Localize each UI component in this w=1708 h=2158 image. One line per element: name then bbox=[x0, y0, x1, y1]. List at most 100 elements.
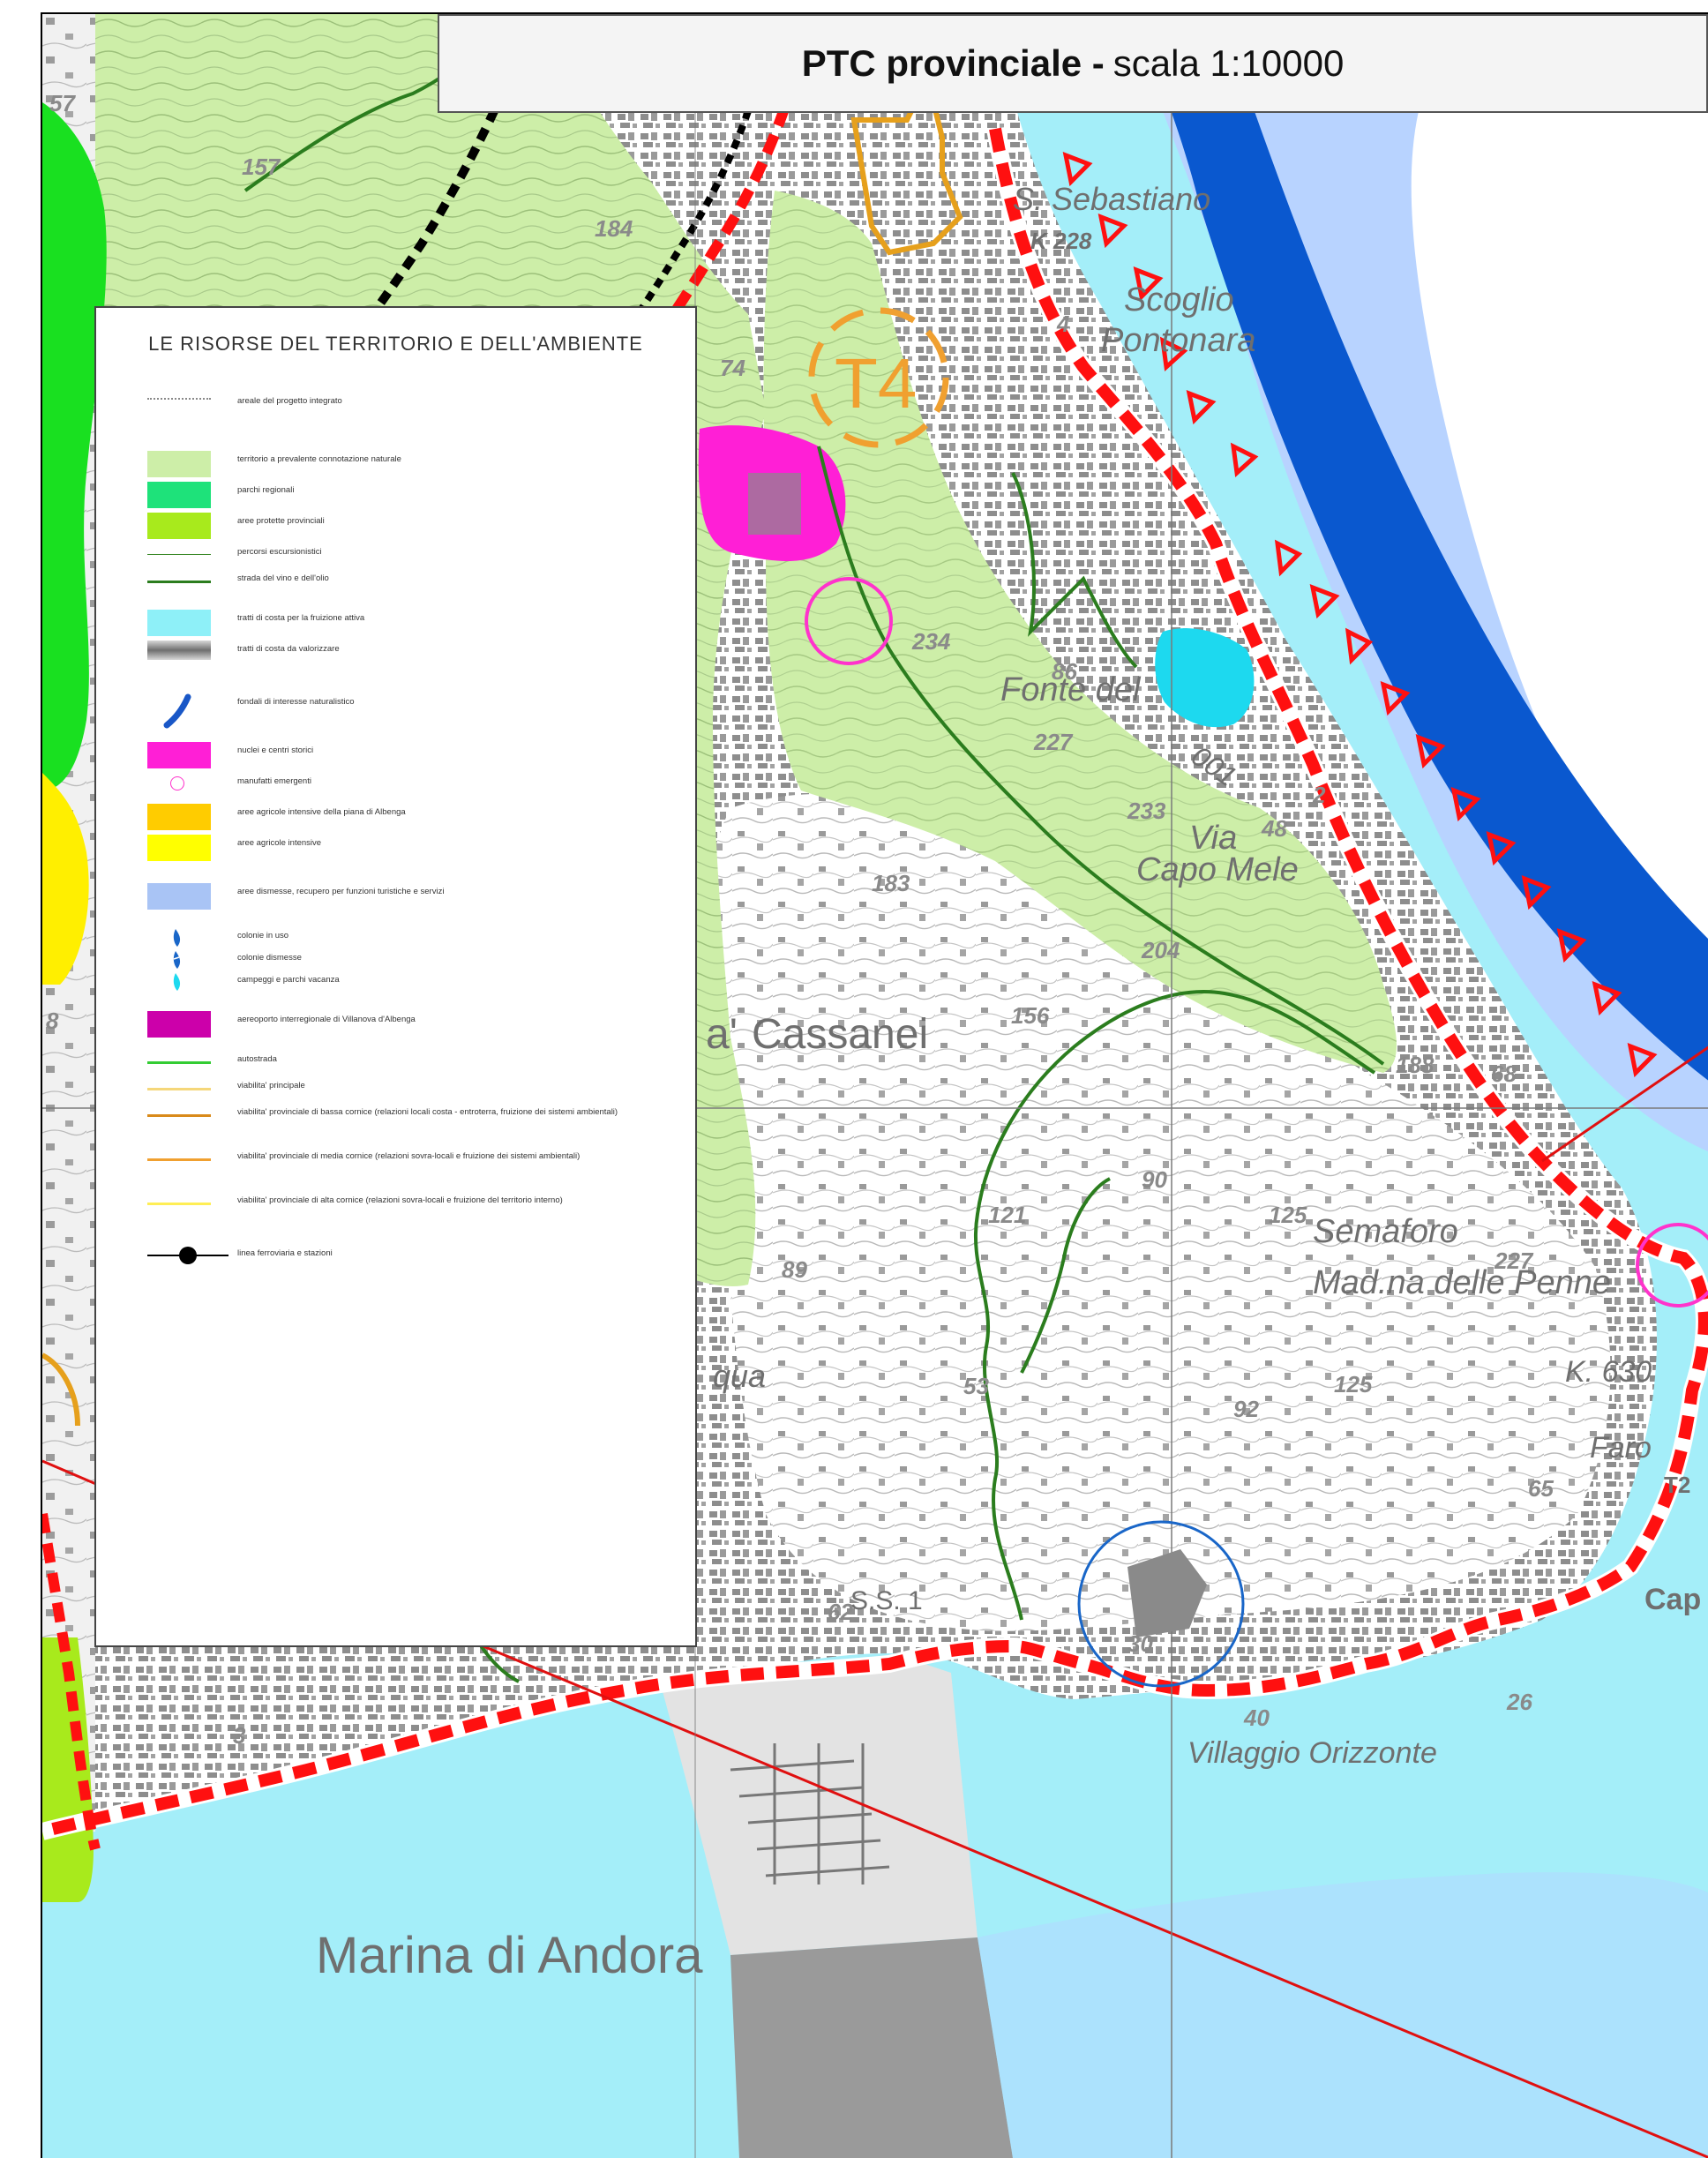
height-label: 183 bbox=[872, 870, 910, 896]
red-straight-line bbox=[483, 1645, 1708, 2158]
height-label: 30 bbox=[1127, 1630, 1153, 1657]
height-label: 8 bbox=[46, 1008, 59, 1034]
height-label: 204 bbox=[1141, 937, 1180, 963]
height-label: 48 bbox=[1261, 815, 1287, 842]
legend-symbol bbox=[147, 513, 211, 539]
map-title-scale: scala 1:10000 bbox=[1112, 42, 1345, 84]
legend-label: campeggi e parchi vacanza bbox=[237, 975, 340, 985]
height-label: 184 bbox=[595, 215, 633, 242]
legend-symbol bbox=[147, 693, 211, 733]
hillside-residential bbox=[700, 793, 1611, 1631]
colonia-circle bbox=[1077, 1520, 1245, 1688]
legend-symbol bbox=[147, 398, 211, 400]
height-label: 188 bbox=[1396, 1052, 1435, 1078]
legend-symbol bbox=[147, 927, 211, 953]
red-straight-line-2 bbox=[1541, 1045, 1708, 1163]
legend-label: linea ferroviaria e stazioni bbox=[237, 1248, 333, 1258]
label-semaforo: Semaforo bbox=[1313, 1213, 1458, 1250]
label-scoglio: Scoglio bbox=[1124, 281, 1234, 318]
fondali-band bbox=[1136, 14, 1708, 1081]
legend-title: LE RISORSE DEL TERRITORIO E DELL'AMBIENT… bbox=[148, 333, 643, 355]
label-madonna: Mad.na delle Penne bbox=[1313, 1264, 1611, 1301]
legend-symbol bbox=[147, 883, 211, 910]
legend-label: aree protette provinciali bbox=[237, 516, 325, 526]
label-fonte: Fonte del bbox=[1000, 671, 1142, 708]
label-villaggio: Villaggio Orizzonte bbox=[1187, 1736, 1437, 1770]
label-via: Via bbox=[1189, 820, 1237, 857]
legend-symbol bbox=[147, 1088, 211, 1090]
legend-label: areale del progetto integrato bbox=[237, 396, 342, 406]
label-marina: Marina di Andora bbox=[316, 1927, 703, 1984]
height-label: 125 bbox=[1269, 1202, 1307, 1228]
legend-label: fondali di interesse naturalistico bbox=[237, 697, 355, 707]
legend-symbol bbox=[147, 610, 211, 636]
legend-label: colonie in uso bbox=[237, 931, 289, 940]
sea-lower-zone bbox=[978, 1872, 1708, 2158]
label-sebastiano: S. Sebastiano bbox=[1013, 181, 1210, 217]
legend-symbol bbox=[147, 641, 211, 660]
legend-label: aree dismesse, recupero per funzioni tur… bbox=[237, 887, 445, 896]
white-zone bbox=[1411, 84, 1708, 992]
label-k630: K. 630 bbox=[1565, 1355, 1652, 1389]
west-areale-path bbox=[42, 1513, 101, 1851]
legend-label: viabilita' principale bbox=[237, 1081, 305, 1090]
t4-marker-circle bbox=[808, 307, 949, 448]
height-label: 57 bbox=[49, 90, 76, 116]
colonia-buildings bbox=[1127, 1549, 1207, 1637]
harbour-pier bbox=[730, 1937, 1013, 2158]
legend-symbol bbox=[147, 1114, 211, 1117]
legend-label: aree agricole intensive della piana di A… bbox=[237, 807, 406, 817]
label-k228: K 228 bbox=[1030, 228, 1092, 254]
label-qua: qua bbox=[713, 1358, 766, 1394]
height-label: 2 bbox=[1312, 782, 1326, 808]
legend-symbol bbox=[147, 1011, 211, 1038]
nucleo-buildings bbox=[748, 473, 801, 535]
label-t2: T2 bbox=[1664, 1472, 1690, 1498]
legend-symbol bbox=[147, 804, 211, 830]
west-road-orange bbox=[42, 1352, 80, 1427]
label-pontonara: Pontonara bbox=[1101, 322, 1255, 359]
legend-symbol bbox=[147, 835, 211, 861]
height-label: 89 bbox=[782, 1256, 807, 1283]
legend-symbol bbox=[147, 451, 211, 477]
legend-label: viabilita' provinciale di alta cornice (… bbox=[237, 1195, 563, 1205]
label-ss1: S.S. 1 bbox=[850, 1586, 923, 1615]
height-label: 65 bbox=[1528, 1475, 1554, 1502]
height-label: 4 bbox=[1056, 311, 1070, 337]
label-faro: Faro bbox=[1590, 1431, 1652, 1465]
height-label: 233 bbox=[1127, 798, 1166, 824]
legend-label: autostrada bbox=[237, 1054, 277, 1064]
aree-agricole-strip bbox=[42, 773, 89, 985]
legend-label: parchi regionali bbox=[237, 485, 295, 495]
height-label: 90 bbox=[1142, 1166, 1167, 1193]
legend-label: colonie dismesse bbox=[237, 953, 302, 963]
legend-symbol bbox=[147, 971, 211, 997]
height-label: 227 bbox=[1033, 729, 1074, 755]
label-cap: Cap bbox=[1644, 1583, 1701, 1616]
legend-label: nuclei e centri storici bbox=[237, 746, 314, 755]
height-label: 40 bbox=[1243, 1705, 1270, 1731]
legend-symbol bbox=[147, 482, 211, 508]
height-label: 68 bbox=[1491, 1060, 1517, 1087]
legend-label: tratti di costa per la fruizione attiva bbox=[237, 613, 365, 623]
manufatto-emergente-circle bbox=[805, 577, 893, 665]
legend-symbol bbox=[147, 581, 211, 583]
legend-label: territorio a prevalente connotazione nat… bbox=[237, 454, 401, 464]
legend-label: viabilita' provinciale di bassa cornice … bbox=[237, 1107, 618, 1117]
t4-marker-label: T4 bbox=[835, 344, 917, 423]
legend-symbol bbox=[147, 1203, 211, 1205]
legend-label: strada del vino e dell'olio bbox=[237, 573, 329, 583]
height-label: 74 bbox=[720, 355, 745, 381]
legend-symbol bbox=[147, 554, 211, 555]
height-label: 125 bbox=[1334, 1371, 1373, 1397]
label-capo-mele: Capo Mele bbox=[1136, 851, 1299, 888]
parco-regionale-strip bbox=[42, 102, 107, 791]
label-a: a' bbox=[706, 1011, 738, 1058]
label-cassanei: Cassanei bbox=[752, 1011, 928, 1058]
coast-triangle-markers bbox=[1062, 152, 1658, 1078]
legend-label: percorsi escursionistici bbox=[237, 547, 322, 557]
legend-label: aereoporto interregionale di Villanova d… bbox=[237, 1015, 416, 1024]
height-label: 26 bbox=[1506, 1689, 1532, 1715]
legend-symbol bbox=[147, 1158, 211, 1161]
height-label: 86 bbox=[1052, 658, 1077, 685]
